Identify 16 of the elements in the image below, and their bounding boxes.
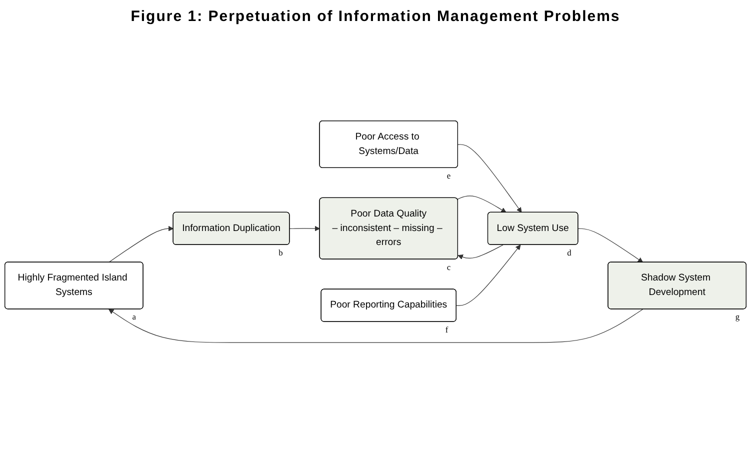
node-letter: f: [445, 325, 448, 334]
node-letter: c: [446, 262, 451, 272]
node-letter: d: [567, 248, 572, 258]
arrow: [108, 226, 174, 263]
node-letter: a: [132, 312, 136, 322]
node-letter: g: [735, 312, 740, 322]
node-letter: e: [446, 172, 451, 181]
arrow: [458, 144, 522, 213]
arrow: [289, 226, 320, 232]
arrow: [456, 244, 521, 306]
arrow: [457, 196, 506, 213]
arrow: [578, 228, 644, 263]
arrow: [458, 244, 504, 260]
arrow: [108, 309, 644, 343]
node-letter: b: [278, 248, 283, 258]
figure-title: Figure 1: Perpetuation of Information Management Problems: [130, 8, 622, 25]
